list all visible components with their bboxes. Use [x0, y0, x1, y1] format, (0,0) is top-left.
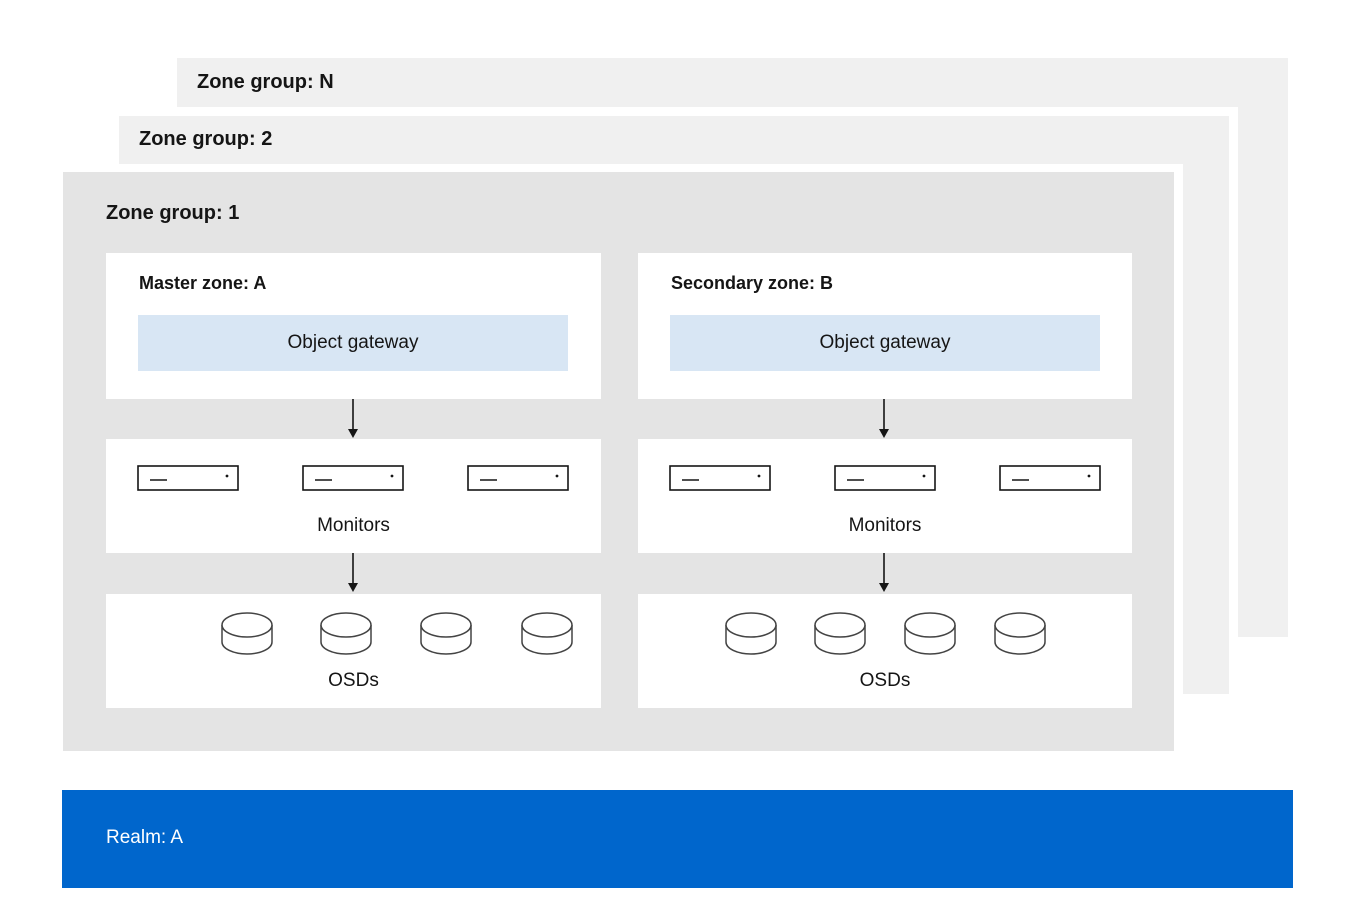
zone-group-2-title: Zone group: 2 [139, 128, 273, 150]
zone-b-title: Secondary zone: B [671, 273, 834, 293]
zone-a-monitors-panel: Monitors [106, 439, 601, 553]
zone-a-monitors-label: Monitors [317, 515, 390, 536]
zone-b-gateway-label: Object gateway [819, 332, 951, 353]
realm-bar: Realm: A [62, 790, 1293, 888]
zone-a-osds-label: OSDs [328, 670, 379, 691]
disk-icon [521, 612, 573, 655]
zone-a-title: Master zone: A [139, 273, 267, 293]
disk-icon [320, 612, 372, 655]
server-icon [834, 465, 936, 491]
disk-icon [814, 612, 866, 655]
arrow-down-icon [348, 399, 358, 438]
zone-group-1-title: Zone group: 1 [106, 202, 240, 224]
zone-b-osds-panel: OSDs [638, 594, 1132, 708]
zone-group-n-title: Zone group: N [197, 71, 334, 93]
zone-b-monitors-label: Monitors [848, 515, 922, 536]
zone-a-gateway-label: Object gateway [287, 332, 419, 353]
zone-b-monitors-panel: Monitors [638, 439, 1132, 553]
server-icon [467, 465, 569, 491]
disk-icon [904, 612, 956, 655]
disk-icon [994, 612, 1046, 655]
server-icon [669, 465, 771, 491]
arrow-down-icon [879, 553, 889, 592]
arrow-down-icon [348, 553, 358, 592]
arrow-down-icon [879, 399, 889, 438]
disk-icon [420, 612, 472, 655]
zone-b-object-gateway: Object gateway [670, 315, 1100, 371]
zone-b-panel: Secondary zone: B Object gateway [638, 253, 1132, 399]
server-icon [999, 465, 1101, 491]
disk-icon [221, 612, 273, 655]
zone-b-osds-label: OSDs [859, 670, 911, 691]
zone-a-object-gateway: Object gateway [138, 315, 568, 371]
server-icon [137, 465, 239, 491]
zone-a-panel: Master zone: A Object gateway [106, 253, 601, 399]
disk-icon [725, 612, 777, 655]
server-icon [302, 465, 404, 491]
zone-a-osds-panel: OSDs [106, 594, 601, 708]
zone-group-1: Zone group: 1 Master zone: A Object gate… [63, 172, 1174, 751]
realm-label: Realm: A [106, 827, 184, 848]
